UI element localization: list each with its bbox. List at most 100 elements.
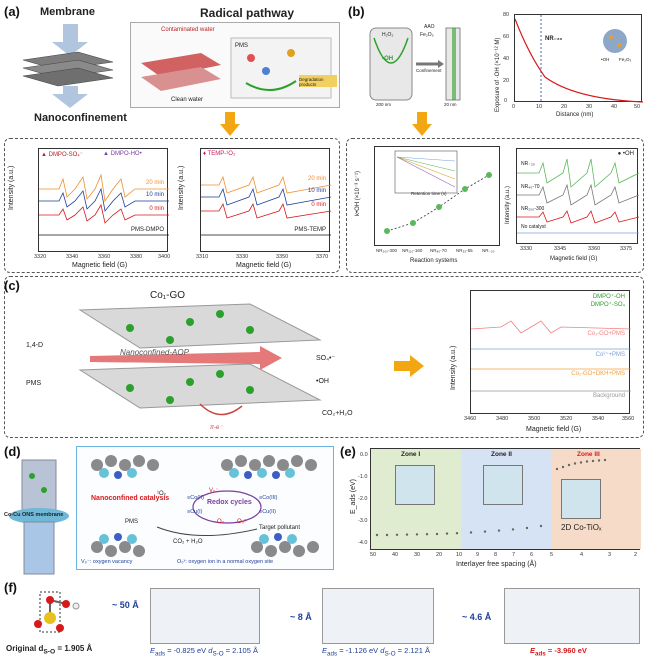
d-co2: ≡Co(II) <box>187 495 204 501</box>
e-xtick-30: 30 <box>414 552 421 558</box>
e-xtick-5: 5 <box>550 552 554 558</box>
e-ytick-2: -2.0 <box>358 496 368 502</box>
exposure-legend-oh: •OH <box>601 57 610 62</box>
c-label-pms: PMS <box>26 380 42 387</box>
fe2o3-label: Fe₂O₃ <box>420 32 434 38</box>
f-spacing-2: ~ 8 Å <box>290 612 312 622</box>
d-pms: PMS <box>125 519 139 525</box>
d-cu2: ≡Cu(II) <box>259 509 276 515</box>
e-xtick-8: 8 <box>494 552 498 558</box>
e-data-points <box>375 458 607 537</box>
panel-e-label: (e) <box>340 444 356 459</box>
exposure-ylabel: Exposure of ·OH (×10⁻¹² M) <box>495 37 501 112</box>
f-original-label: Original dS-O = 1.905 Å <box>6 644 92 656</box>
f-d-2-value: = 2.121 Å <box>397 646 430 655</box>
nanoconfinement-title: Nanoconfinement <box>34 112 127 124</box>
clean-water-label: Clean water <box>171 97 204 103</box>
e-ylabel: E_ads (eV) <box>350 478 357 514</box>
d-cu1: ≡Cu(I) <box>187 509 203 515</box>
d-mechanism-box: Nanoconfined catalysis PMS ¹O₂ Redox cyc… <box>76 446 334 570</box>
radical-pathway-diagram: Contaminated water PMS Clean water Degra… <box>130 22 340 108</box>
f-eads-1: Eads = -0.825 eV dS-O = 2.105 Å <box>150 646 258 658</box>
oh-radical-label: •OH <box>382 56 394 62</box>
rate-plot: Retention time (s) <box>374 146 500 246</box>
b-epr-trace-0: NR₋₂₀ <box>521 161 535 167</box>
e-xlabel: Interlayer free spacing (Å) <box>456 561 537 568</box>
epr2-legend-1: ♦ TEMP-¹O₂ <box>203 151 236 157</box>
c-label-co2: CO₂+H₂O <box>322 410 353 417</box>
epr1-legend-1: ▲ DMPO-SO₄⁻ <box>41 152 83 158</box>
f-eads-1-value: = -0.825 eV <box>167 646 207 655</box>
arrow-c-stem <box>394 361 410 371</box>
exposure-plot: NR₋₂₀ •OH Fe₂O₃ <box>514 14 644 103</box>
scale-20nm: 20 nm <box>444 102 457 107</box>
c-epr-xtick-2: 3500 <box>528 416 541 422</box>
c-epr-trace-0: Co₁-GO+PMS <box>587 331 625 337</box>
epr2-xlabel: Magnetic field (G) <box>236 262 292 269</box>
membrane-column-label: Co-Cu ONS membrane <box>4 512 64 518</box>
f-eads-3-value: = -3.960 eV <box>547 646 587 655</box>
membrane-column-illustration <box>9 459 69 575</box>
f-eads-3-sub: ads <box>535 650 546 658</box>
c-epr-legend-2: DMPO⁺-SO₄ <box>590 302 625 308</box>
epr1-xtick-3: 3380 <box>130 254 143 260</box>
b-epr-legend: ● •OH <box>617 151 634 157</box>
exposure-legend-fe: Fe₂O₃ <box>619 57 632 62</box>
c-label-14d: 1,4-D <box>26 342 44 349</box>
exposure-xtick-50: 50 <box>634 104 641 110</box>
membrane-stack-illustration <box>22 24 114 108</box>
contaminated-water-label: Contaminated water <box>161 27 215 33</box>
c-label-so4: SO₄•⁻ <box>316 355 336 362</box>
exposure-xlabel: Distance (nm) <box>556 112 594 118</box>
zone-1-label: Zone I <box>401 451 421 458</box>
epr2-xtick-1: 3330 <box>236 254 249 260</box>
f-original-text: Original d <box>6 644 44 653</box>
epr1-xtick-1: 3340 <box>66 254 79 260</box>
e-annotation: 2D Co-TiOₓ <box>561 523 602 532</box>
epr1-trace-control: PMS-DMPO <box>131 227 164 233</box>
b-epr-xtick-1: 3345 <box>554 246 567 252</box>
d-o2: O₂ <box>217 519 224 525</box>
b-epr-trace-3: No catalyst <box>521 224 546 230</box>
d-target-pollutant: Target pollutant <box>259 525 301 531</box>
e-ytick-0: 0.0 <box>360 452 368 458</box>
f-spacing-1: ~ 50 Å <box>112 600 139 610</box>
e-ytick-1: -1.0 <box>358 474 368 480</box>
f-d-1-sub: S-O <box>212 650 224 658</box>
c-epr-xtick-5: 3560 <box>622 416 635 422</box>
arrow-a-stem <box>225 112 235 124</box>
f-eads-2-label: E <box>322 646 328 655</box>
scale-200nm: 200 nm <box>376 102 392 107</box>
e-xtick-20: 20 <box>436 552 443 558</box>
epr2-xtick-3: 3370 <box>316 254 329 260</box>
epr1-legend-2: ▲ DMPO-HO• <box>103 151 142 157</box>
c-epr-trace-2: Co₁-GO+DKH+PMS <box>571 371 625 377</box>
e-plot: Zone I Zone II Zone III 2D Co-TiOₓ <box>370 448 641 550</box>
membrane-title: Membrane <box>40 6 96 18</box>
rate-inset-xlabel: Retention time (s) <box>411 191 447 196</box>
epr2-ylabel: Intensity (a.u.) <box>178 165 185 210</box>
aao-label: AAO <box>424 24 435 30</box>
c-epr-legend-1: DMPO⁺-OH <box>592 294 625 300</box>
co-go-sheets-illustration <box>78 303 322 416</box>
f-d-1-value: = 2.105 Å <box>225 646 258 655</box>
zone-3-label: Zone III <box>577 451 600 458</box>
c-epr-plot: DMPO⁺-OH DMPO⁺-SO₄ Co₁-GO+PMS Co²⁺+PMS C… <box>470 290 632 414</box>
f-eads-3-label: E <box>530 646 536 655</box>
rate-cat-0: NR₂₀₀-300 <box>376 248 397 253</box>
e-xtick-2: 2 <box>634 552 638 558</box>
d-oo-mark: O₀ˣ <box>237 519 247 525</box>
c-label-oh: •OH <box>316 378 329 385</box>
epr2-trace-10: 10 min <box>307 188 326 194</box>
c-epr-trace-3: Background <box>592 393 625 399</box>
e-zone2-structure <box>483 465 523 505</box>
e-zone3-structure <box>561 479 601 519</box>
d-co3: ≡Co(III) <box>259 495 278 501</box>
f-eads-1-label: E <box>150 646 156 655</box>
radical-pathway-title: Radical pathway <box>200 6 295 20</box>
arrow-b-stem <box>417 112 427 124</box>
f-spacing-3: ~ 4.6 Å <box>462 612 492 622</box>
e-xtick-10: 10 <box>456 552 463 558</box>
panel-b-label: (b) <box>348 4 365 19</box>
arrow-b-icon <box>412 124 432 136</box>
